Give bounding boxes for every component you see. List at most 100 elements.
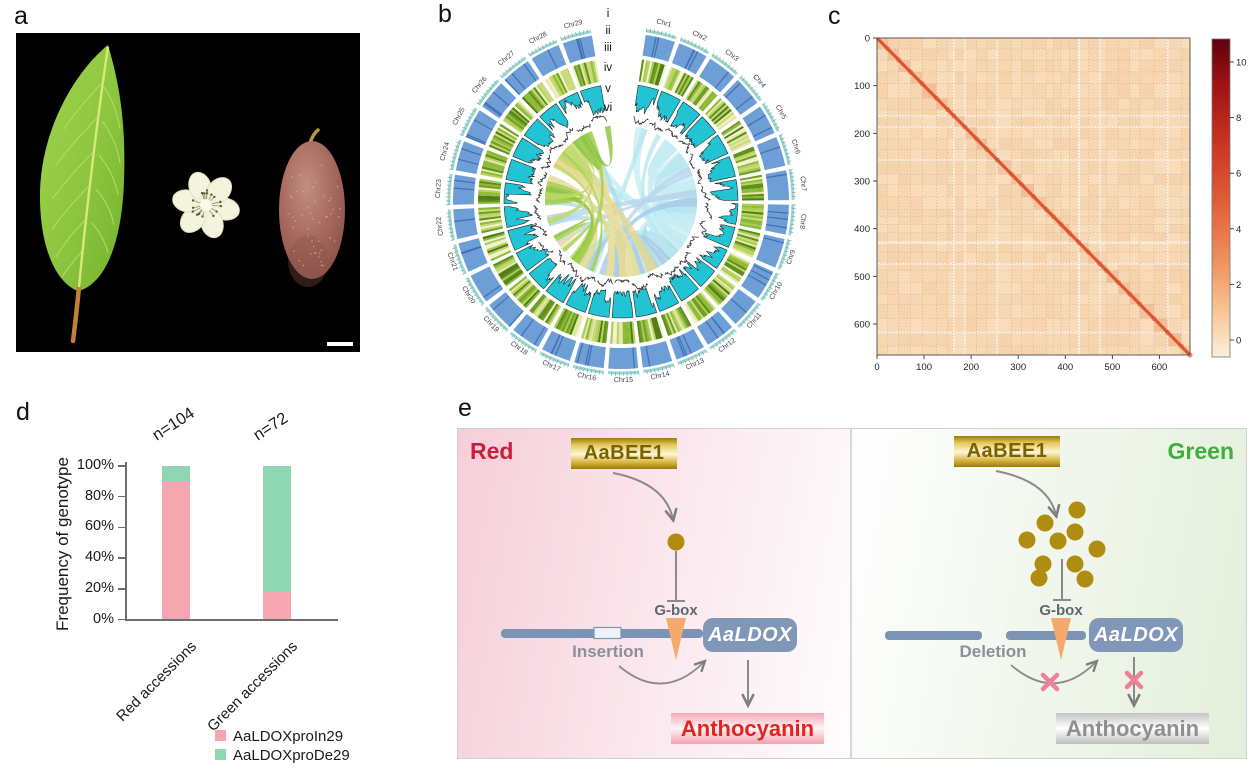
heatmap-cell [1129, 270, 1140, 283]
heatmap-cell [1181, 60, 1190, 72]
d-y-tick-label: 0% [93, 610, 114, 627]
heatmap-cell [1167, 71, 1182, 84]
green-heat-cell [741, 198, 764, 201]
heatmap-cell [997, 216, 1012, 225]
cyan-histogram [565, 282, 592, 313]
scale-tick [514, 61, 518, 66]
line-track [590, 115, 608, 122]
heatmap-cell [1118, 346, 1130, 355]
green-heat-cell [567, 313, 578, 335]
heatmap-cell [1181, 242, 1190, 253]
track-label: ii [605, 25, 610, 37]
d-y-tick-label: 60% [84, 518, 114, 535]
green-heat-cell [679, 306, 692, 327]
green-heat-cell [489, 142, 511, 154]
scale-tick [465, 280, 470, 283]
scale-tick [782, 258, 786, 260]
scale-tick [727, 334, 731, 338]
heatmap-cell [1088, 115, 1100, 128]
left-gbox-triangle [666, 618, 686, 660]
fruit-speckle [336, 185, 339, 188]
scale-tick [780, 137, 785, 140]
heatmap-cell [947, 282, 954, 295]
scale-tick [711, 52, 715, 57]
blue-track-stripe [651, 36, 657, 58]
heatmap-cell [947, 242, 954, 253]
scale-tick [571, 33, 574, 38]
green-heat-cell [656, 316, 665, 338]
green-heat-cell [478, 197, 501, 201]
heatmap-cell [1053, 48, 1061, 61]
heatmap-cell [1060, 304, 1070, 319]
heatmap-cell [1153, 98, 1168, 110]
green-heat-cell [569, 313, 579, 336]
y-tick-label: 600 [854, 320, 870, 331]
green-heat-cell [514, 103, 533, 121]
scale-tick [469, 112, 474, 116]
heatmap-cell [877, 159, 888, 175]
scale-tick [567, 363, 570, 368]
green-heat-cell [489, 248, 511, 260]
heatmap-cell [1139, 60, 1154, 72]
green-heat-cell [537, 299, 553, 319]
heatmap-cell [1181, 263, 1190, 271]
heatmap-cell [1021, 294, 1034, 305]
scale-tick [762, 296, 767, 300]
scale-tick [733, 329, 737, 333]
heatmap-cell [1106, 304, 1119, 319]
heatmap-cell [1060, 83, 1070, 99]
scale-tick [687, 358, 690, 363]
heatmap-cell [887, 38, 899, 49]
green-heat-cell [698, 91, 715, 110]
scale-tick [672, 34, 675, 39]
heatmap-cell [1011, 196, 1022, 210]
heatmap-cell [898, 109, 911, 116]
heatmap-cell [1153, 115, 1168, 128]
left-arrows [612, 472, 748, 704]
panel-a-photo [16, 33, 360, 352]
blue-track-block [640, 341, 673, 368]
link-ribbon [573, 130, 604, 265]
heatmap-cell [1060, 71, 1070, 84]
diag-segment [935, 97, 949, 110]
heatmap-cell [910, 270, 923, 283]
model-arrows-layer [501, 470, 1144, 758]
green-heat-cell [494, 132, 515, 146]
heatmap-cell [1033, 224, 1047, 233]
heatmap-cell [953, 38, 965, 49]
heatmap-cell [1099, 83, 1107, 99]
diag-segment [986, 148, 998, 161]
green-heat-cell [724, 261, 745, 275]
scale-tick [768, 286, 773, 290]
green-heat-cell [499, 264, 519, 278]
heatmap-cell [898, 149, 911, 160]
heatmap-cell [910, 232, 923, 243]
flower-stamen [193, 205, 202, 209]
green-heat-cell [591, 60, 599, 83]
heatmap-cell [898, 159, 911, 175]
scale-tick [691, 356, 694, 361]
heatmap-cell [1053, 38, 1061, 49]
scale-tick [490, 83, 495, 87]
heatmap-cell [1118, 242, 1130, 253]
line-track [540, 154, 551, 170]
heatmap-cell [877, 263, 888, 271]
green-heat-cell [565, 68, 577, 90]
heatmap-cell [986, 332, 998, 347]
green-heat-cell [638, 59, 645, 82]
heatmap-cell [997, 184, 1012, 197]
heatmap-cell [1053, 332, 1061, 347]
scale-tick [579, 30, 581, 35]
heatmap-cell [1139, 184, 1154, 197]
heatmap-cell [964, 232, 977, 243]
blue-track-block [504, 61, 540, 96]
heatmap-cell [877, 242, 888, 253]
heatmap-cell [947, 127, 954, 139]
green-heat-cell [699, 92, 716, 111]
scale-tick [770, 115, 775, 119]
heatmap-cell [976, 318, 987, 333]
scale-tick [730, 331, 734, 336]
heatmap-cell [1046, 270, 1054, 283]
scale-tick [453, 251, 458, 253]
blue-track-stripe [483, 284, 502, 299]
